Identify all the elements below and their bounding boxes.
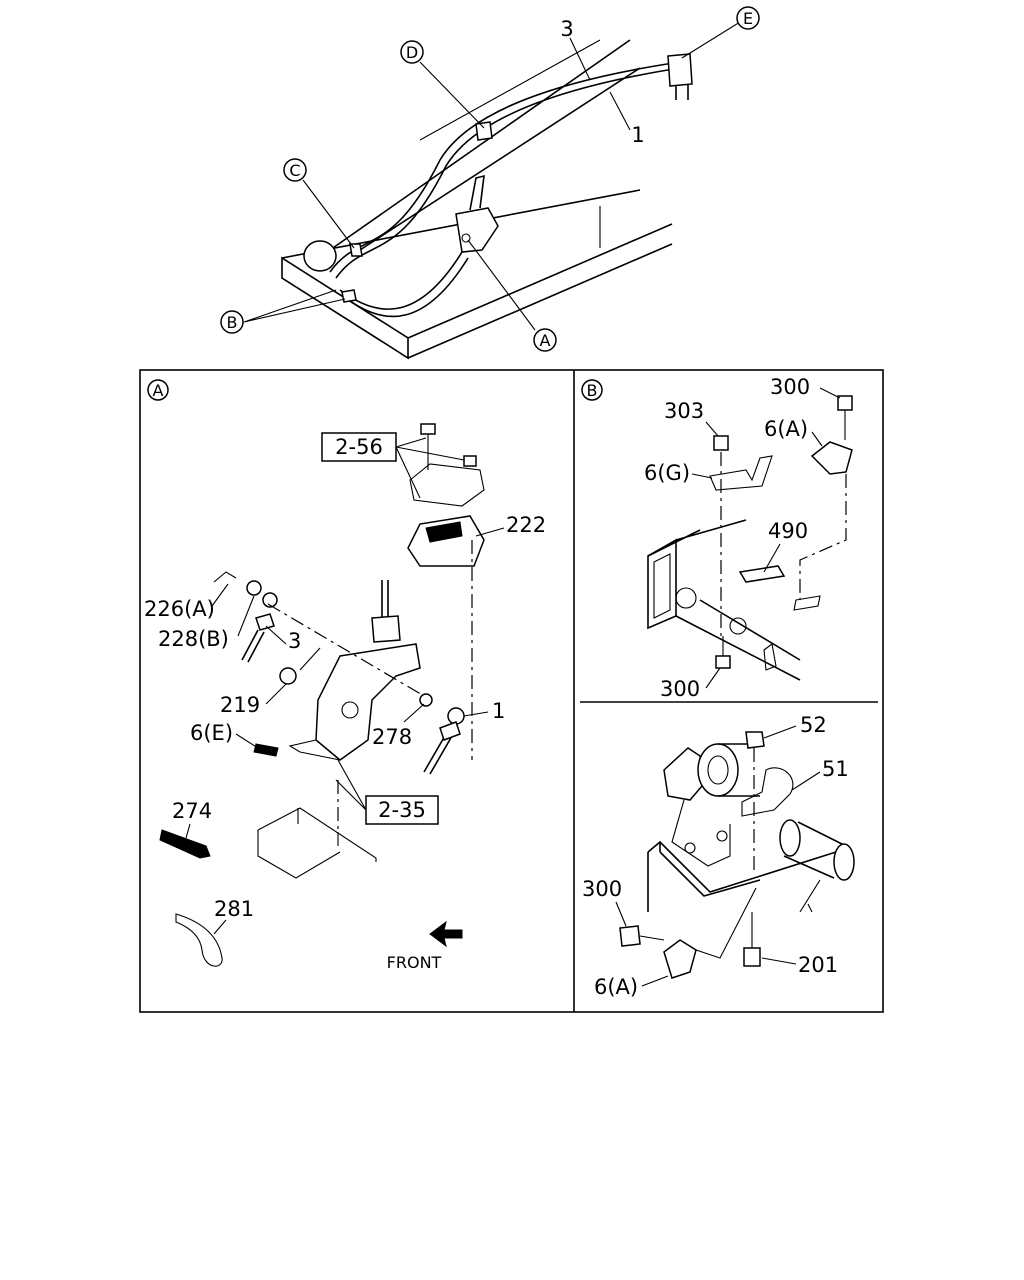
overview-part-1: 1 xyxy=(631,123,644,147)
label-226a: 226(A) xyxy=(144,597,215,621)
frame-rail-front-edge xyxy=(407,223,673,339)
label-52: 52 xyxy=(800,713,827,737)
cylinder xyxy=(783,821,847,879)
label-303: 303 xyxy=(664,399,704,423)
label-2-56: 2-56 xyxy=(321,432,397,462)
overview-part-3: 3 xyxy=(560,17,573,41)
label-300: 300 xyxy=(582,877,622,901)
label-1: 1 xyxy=(492,699,505,723)
callout-d: D xyxy=(400,40,424,64)
shift-lever-rod xyxy=(381,580,389,620)
base-plate xyxy=(257,807,377,879)
front-arrow-icon xyxy=(429,920,463,948)
washer-228b xyxy=(246,580,262,596)
callout-e: E xyxy=(736,6,760,30)
pad-490 xyxy=(738,565,786,583)
panel-a: A xyxy=(144,379,546,972)
frame-rail-bottom-edge xyxy=(407,243,673,359)
svg-text:2-35: 2-35 xyxy=(378,798,426,822)
callout-c: C xyxy=(283,158,307,182)
mount-e xyxy=(667,53,693,87)
panel-b-bottom: 52 51 300 6(A) 201 xyxy=(582,713,855,999)
lever-bracket xyxy=(315,643,421,761)
label-278: 278 xyxy=(372,725,412,749)
svg-text:E: E xyxy=(743,9,753,28)
label-6g: 6(G) xyxy=(644,461,690,485)
panel-a-tag: A xyxy=(147,379,169,401)
svg-text:B: B xyxy=(227,313,238,332)
clamp-b xyxy=(341,289,357,303)
nut-219 xyxy=(279,667,297,685)
label-222: 222 xyxy=(506,513,546,537)
label-51: 51 xyxy=(822,757,849,781)
nut-top xyxy=(463,455,477,467)
washer-278 xyxy=(419,693,433,707)
panel-b-tag: B xyxy=(581,379,603,401)
label-6a: 6(A) xyxy=(764,417,808,441)
label-300-top: 300 xyxy=(770,375,810,399)
label-228b: 228(B) xyxy=(158,627,229,651)
label-281: 281 xyxy=(214,897,254,921)
svg-text:A: A xyxy=(153,381,164,400)
cable-1 xyxy=(339,251,463,310)
upper-plate xyxy=(409,463,485,507)
clip-51 xyxy=(741,767,794,817)
label-490: 490 xyxy=(768,519,808,543)
clip-6a xyxy=(810,441,853,475)
bolt-300 xyxy=(619,925,641,947)
svg-text:C: C xyxy=(289,161,300,180)
overview-illustration: D C B A E 3 1 xyxy=(220,6,760,360)
upper-rail-edge xyxy=(329,39,631,251)
cable-1-end xyxy=(423,733,453,775)
cable-3-end xyxy=(241,629,265,663)
mount-plate xyxy=(647,840,837,893)
bolt-top xyxy=(420,423,436,435)
frame-rail-end xyxy=(281,256,409,360)
shift-bracket xyxy=(455,207,499,253)
nut-52 xyxy=(745,731,765,749)
front-label: FRONT xyxy=(387,953,442,972)
label-6a-bottom: 6(A) xyxy=(594,975,638,999)
nut-303 xyxy=(713,435,729,451)
clip-6a-bottom xyxy=(663,939,697,979)
cable-3 xyxy=(329,61,681,273)
strap-281 xyxy=(175,913,223,967)
damper-body xyxy=(697,743,739,797)
clamp-d xyxy=(475,121,493,141)
bracket-6g xyxy=(709,455,773,491)
bolt-201 xyxy=(743,947,761,967)
reservoir xyxy=(303,240,337,272)
callout-a: A xyxy=(533,328,557,352)
bolt-300-top xyxy=(837,395,853,411)
clip-6e xyxy=(253,743,279,757)
bolt-300-bottom xyxy=(715,655,731,669)
label-6e: 6(E) xyxy=(190,721,233,745)
label-3: 3 xyxy=(288,629,301,653)
label-219: 219 xyxy=(220,693,260,717)
svg-text:2-56: 2-56 xyxy=(335,435,383,459)
pin-226a xyxy=(213,571,237,583)
label-274: 274 xyxy=(172,799,212,823)
callout-b: B xyxy=(220,310,244,334)
label-300-bottom: 300 xyxy=(660,677,700,701)
label-201: 201 xyxy=(798,953,838,977)
shift-lever xyxy=(469,174,485,211)
panel-b-top: B 300 303 6(A) 6(G) 490 300 xyxy=(581,375,853,701)
svg-text:D: D xyxy=(406,43,418,62)
detail-frame xyxy=(139,369,884,1013)
label-2-35: 2-35 xyxy=(365,795,439,825)
svg-text:B: B xyxy=(587,381,598,400)
svg-text:A: A xyxy=(540,331,551,350)
grommet-274 xyxy=(159,829,211,859)
